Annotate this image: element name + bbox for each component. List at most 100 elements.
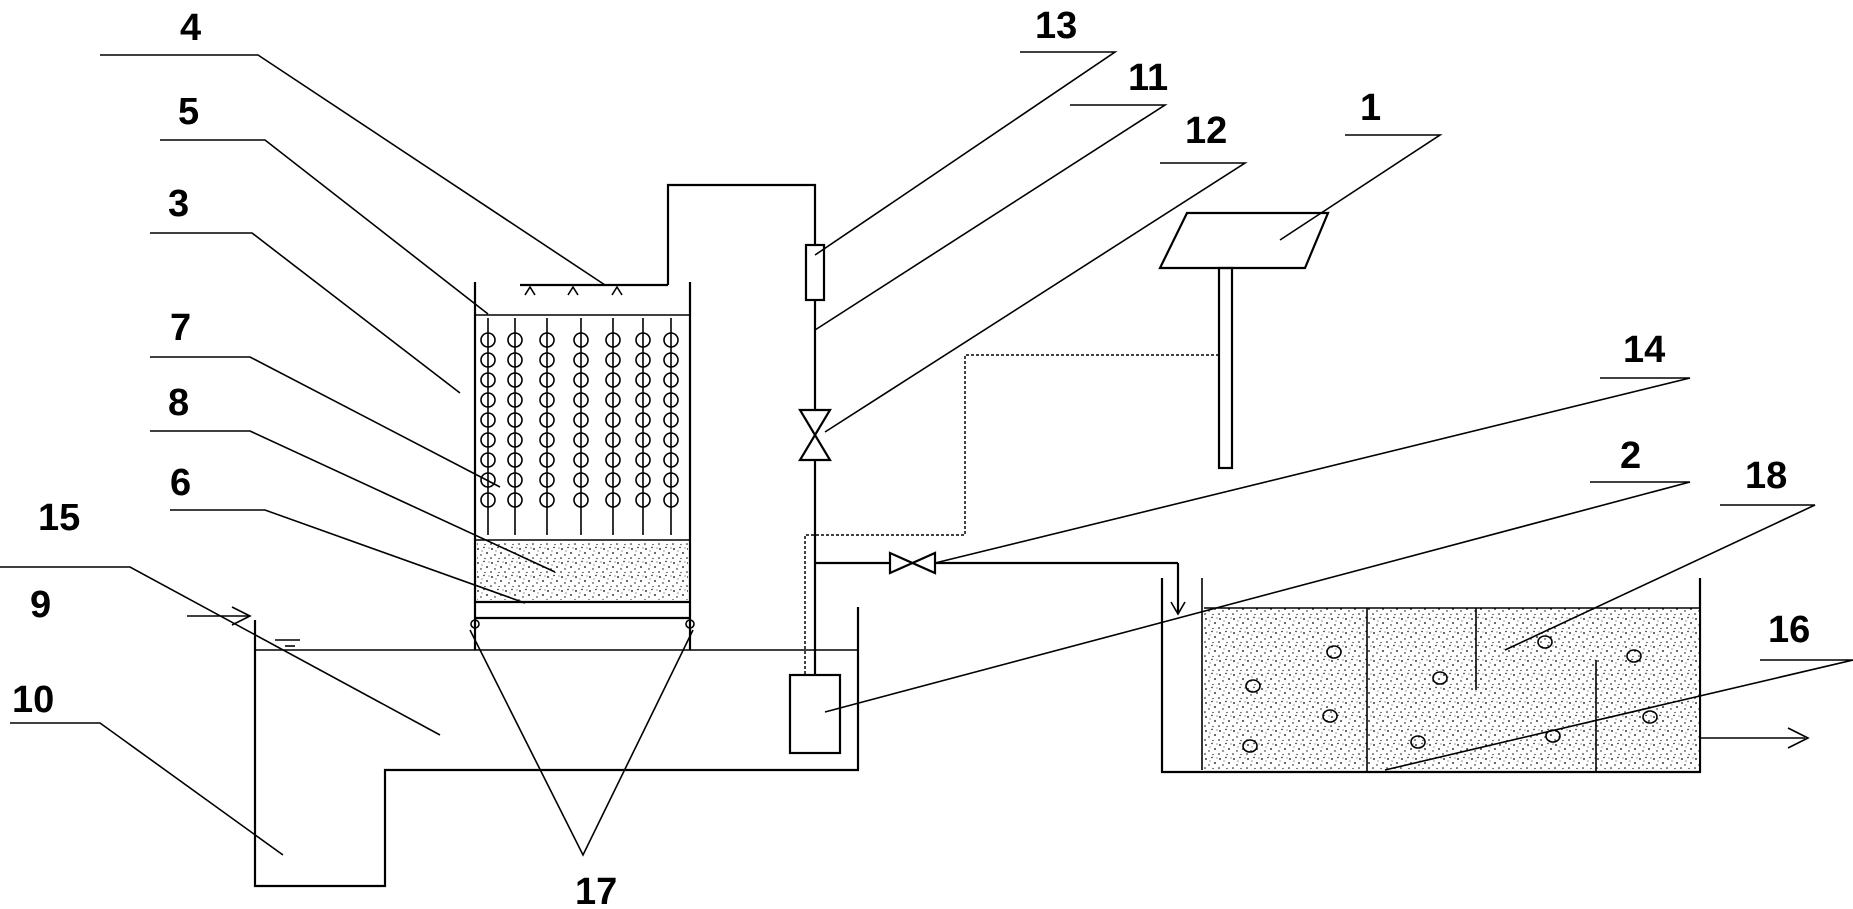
fiber-bead — [663, 332, 679, 348]
fiber-bead — [605, 392, 621, 408]
wetland-tank — [1160, 578, 1810, 774]
stone — [1432, 671, 1448, 685]
fiber-bead — [539, 372, 555, 388]
fiber-bead — [507, 452, 523, 468]
fiber-bead — [480, 432, 496, 448]
spray-pipe — [520, 183, 832, 675]
solar-panel — [1158, 211, 1330, 470]
stone — [1626, 649, 1642, 663]
valve-14 — [888, 551, 937, 575]
flow-meter — [804, 243, 826, 302]
wetland-stones — [1242, 635, 1658, 753]
label-2: 2 — [1620, 435, 1641, 477]
solar-panel-pole — [1217, 266, 1234, 470]
fiber-bead — [663, 472, 679, 488]
fiber-bead — [605, 412, 621, 428]
label-3: 3 — [168, 183, 189, 225]
fiber-bead — [539, 492, 555, 508]
label-5: 5 — [178, 91, 199, 133]
fiber-bead — [605, 352, 621, 368]
label-7: 7 — [170, 307, 191, 349]
fiber-bead — [539, 472, 555, 488]
power-cable — [804, 354, 1219, 675]
fiber-bead — [573, 452, 589, 468]
fiber-bead — [663, 432, 679, 448]
fiber-bead — [605, 452, 621, 468]
stone — [1245, 679, 1261, 693]
label-8: 8 — [168, 382, 189, 424]
support-joint-left — [470, 619, 480, 629]
fiber-bead — [635, 432, 651, 448]
fiber-bead — [573, 412, 589, 428]
wetland-substrate — [1204, 608, 1699, 770]
fiber-bead — [507, 492, 523, 508]
stone — [1537, 635, 1553, 649]
fiber-bead — [663, 452, 679, 468]
fiber-bead — [480, 412, 496, 428]
fiber-bead — [663, 412, 679, 428]
stone — [1322, 709, 1338, 723]
reactor-column — [470, 282, 695, 650]
label-1: 1 — [1360, 87, 1381, 129]
fiber-packing — [480, 318, 679, 535]
outflow-arrow — [1787, 727, 1810, 749]
fiber-bead — [539, 452, 555, 468]
label-12: 12 — [1185, 110, 1227, 152]
fiber-bead — [635, 392, 651, 408]
pump — [788, 673, 842, 755]
collection-tank — [253, 607, 860, 888]
fiber-bead — [573, 392, 589, 408]
fiber-bead — [507, 372, 523, 388]
fiber-bead — [635, 492, 651, 508]
support-joint-right — [685, 619, 695, 629]
fiber-bead — [480, 352, 496, 368]
fiber-bead — [605, 472, 621, 488]
fiber-bead — [605, 372, 621, 388]
fiber-bead — [635, 372, 651, 388]
valve-12 — [798, 408, 832, 462]
leader-lines — [0, 51, 1853, 857]
label-6: 6 — [170, 462, 191, 504]
fiber-bead — [507, 392, 523, 408]
fiber-bead — [539, 412, 555, 428]
inflow-arrow — [231, 606, 252, 626]
fiber-bead — [573, 492, 589, 508]
fiber-bead — [573, 432, 589, 448]
label-18: 18 — [1745, 455, 1787, 497]
fiber-bead — [539, 392, 555, 408]
fiber-bead — [605, 492, 621, 508]
fiber-bead — [663, 392, 679, 408]
fiber-bead — [635, 472, 651, 488]
fiber-bead — [573, 372, 589, 388]
fiber-bead — [480, 492, 496, 508]
fiber-bead — [663, 372, 679, 388]
fiber-bead — [663, 352, 679, 368]
label-11: 11 — [1128, 57, 1168, 99]
label-9: 9 — [30, 584, 51, 626]
fiber-bead — [635, 352, 651, 368]
label-15: 15 — [38, 497, 80, 539]
fiber-bead — [507, 472, 523, 488]
label-4: 4 — [180, 7, 201, 49]
label-16: 16 — [1768, 609, 1810, 651]
fiber-bead — [573, 332, 589, 348]
fiber-bead — [507, 432, 523, 448]
fiber-bead — [507, 332, 523, 348]
fiber-bead — [573, 472, 589, 488]
stone — [1410, 735, 1426, 749]
stone — [1642, 710, 1658, 724]
fiber-bead — [480, 472, 496, 488]
label-10: 10 — [12, 679, 54, 721]
label-13: 13 — [1035, 5, 1077, 47]
fiber-bead — [605, 332, 621, 348]
fiber-bead — [480, 372, 496, 388]
stone — [1326, 645, 1342, 659]
label-14: 14 — [1623, 329, 1665, 371]
fiber-bead — [539, 352, 555, 368]
fiber-bead — [480, 452, 496, 468]
label-17: 17 — [575, 871, 617, 909]
fiber-bead — [605, 432, 621, 448]
fiber-bead — [507, 412, 523, 428]
stone — [1242, 739, 1258, 753]
